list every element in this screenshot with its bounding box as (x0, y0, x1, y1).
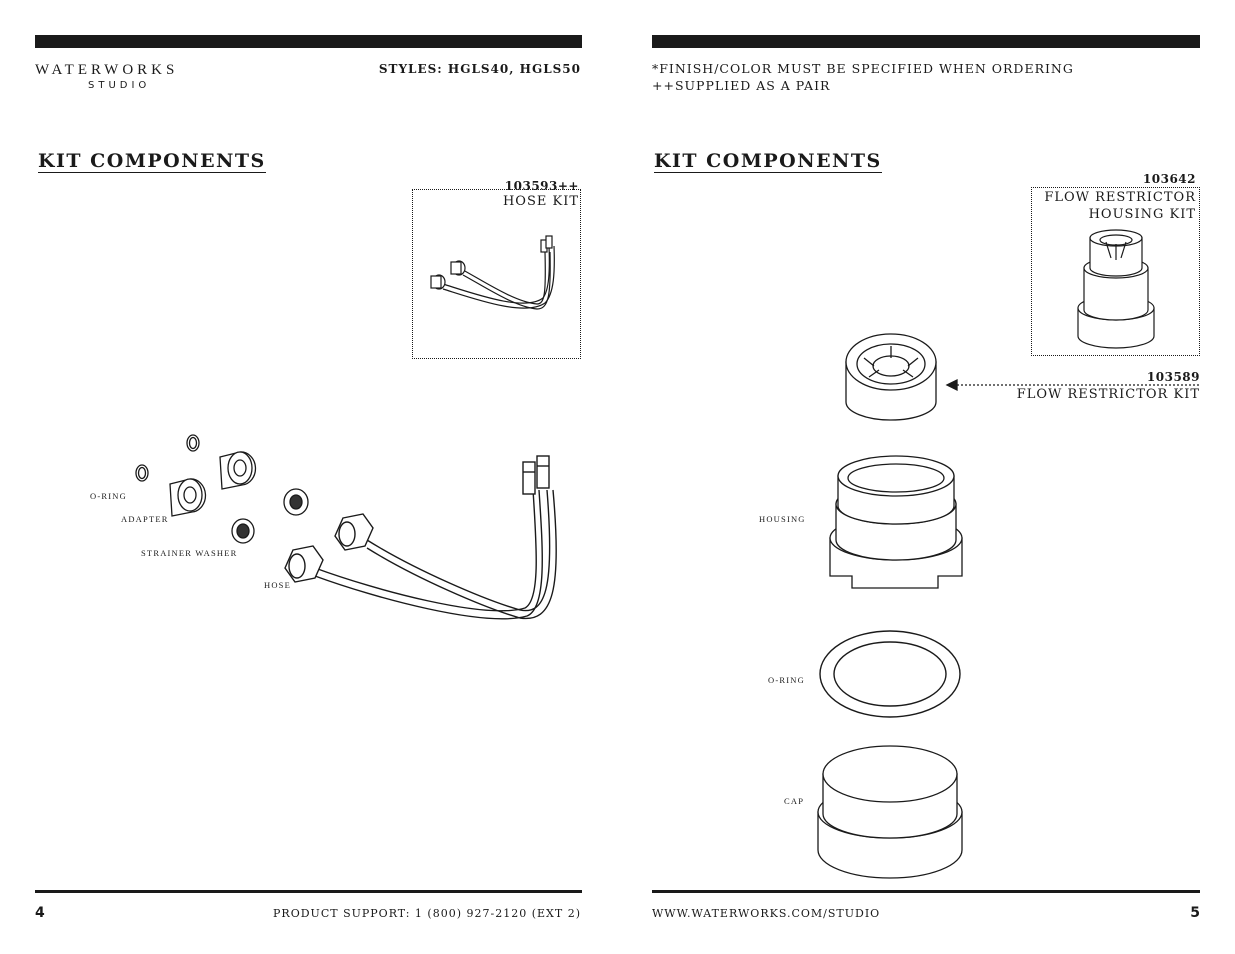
adapter-illustration (169, 451, 257, 517)
label-housing: HOUSING (759, 514, 806, 524)
left-header-bar (35, 35, 582, 48)
website-footer: WWW.WATERWORKS.COM/STUDIO (652, 907, 881, 920)
right-header-bar (652, 35, 1200, 48)
housing-kit-box (1031, 187, 1200, 356)
oring-large-illustration (819, 630, 961, 718)
label-adapter: ADAPTER (121, 514, 169, 524)
left-page-number: 4 (35, 905, 45, 921)
housing-kit-name-line1: FLOW RESTRICTOR (1044, 190, 1196, 205)
flow-restrictor-pointer-arrow (945, 378, 1200, 392)
label-hose: HOSE (264, 580, 291, 590)
finish-note: *FINISH/COLOR MUST BE SPECIFIED WHEN ORD… (652, 61, 1074, 76)
cap-illustration (817, 745, 963, 879)
left-footer-rule (35, 890, 582, 893)
housing-illustration (829, 455, 963, 589)
oring-small-illustration (135, 434, 200, 482)
flow-restrictor-kit-number: 103589 (1146, 370, 1200, 384)
strainer-washer-illustration (231, 488, 309, 544)
housing-kit-number: 103642 (1142, 172, 1196, 186)
right-footer-rule (652, 890, 1200, 893)
styles-label: STYLES: HGLS40, HGLS50 (378, 62, 581, 76)
product-support-footer: PRODUCT SUPPORT: 1 (800) 927-2120 (EXT 2… (273, 907, 581, 920)
hose-illustration (284, 455, 557, 620)
right-page-number: 5 (1190, 905, 1200, 921)
housing-kit-name-line2: HOUSING KIT (1088, 207, 1196, 222)
label-oring: O-RING (90, 491, 127, 501)
pair-note: ++SUPPLIED AS A PAIR (652, 78, 831, 93)
hose-kit-name: HOSE KIT (502, 194, 579, 209)
label-cap: CAP (784, 796, 805, 806)
housing-kit-thumbnail-illustration (1077, 229, 1155, 349)
hose-kit-thumbnail-illustration (430, 235, 555, 310)
label-oring-right: O-RING (768, 675, 805, 685)
brand-logo: WATERWORKS (35, 62, 179, 78)
brand-logo-sub: STUDIO (88, 80, 151, 91)
label-strainer-washer: STRAINER WASHER (141, 548, 238, 558)
left-page-title: KIT COMPONENTS (38, 150, 266, 173)
hose-kit-box (412, 189, 581, 359)
flow-restrictor-kit-name: FLOW RESTRICTOR KIT (1016, 387, 1200, 402)
right-page-title: KIT COMPONENTS (654, 150, 882, 173)
flow-restrictor-illustration (845, 333, 937, 421)
